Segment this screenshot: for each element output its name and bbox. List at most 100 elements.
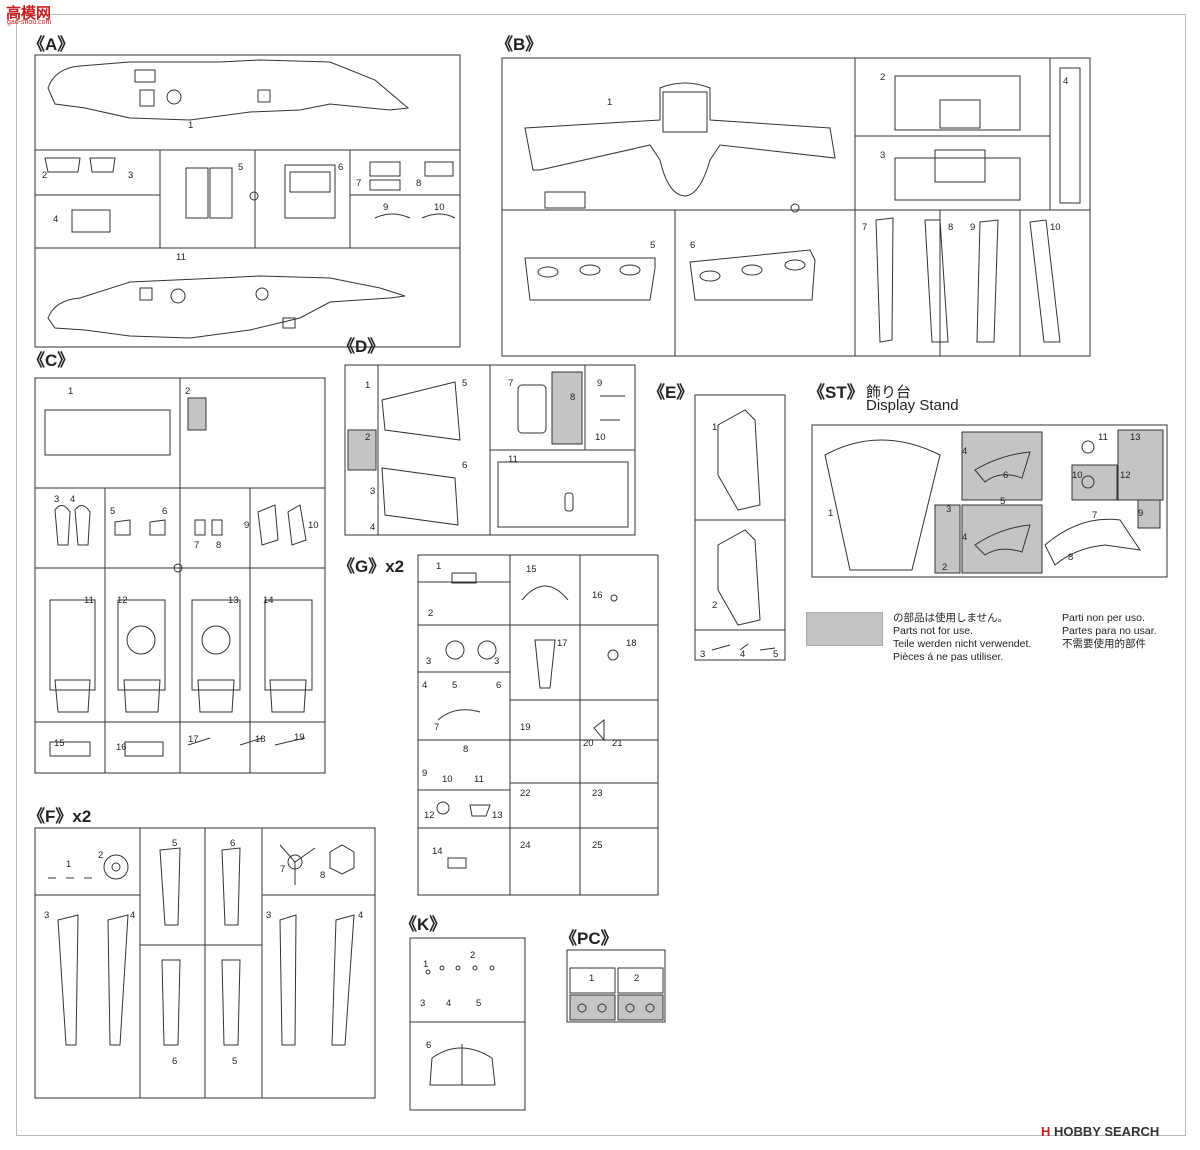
part-number-a-10: 11 (176, 252, 186, 263)
part-number-k-5: 6 (426, 1040, 431, 1051)
sprue-a (34, 54, 461, 348)
part-number-d-7: 8 (570, 392, 575, 403)
part-number-d-8: 9 (597, 378, 602, 389)
cockpit-tub (284, 164, 336, 219)
part-number-d-1: 2 (365, 432, 370, 443)
nacelle-12 (117, 599, 166, 713)
part-number-g-6: 6 (496, 680, 501, 691)
sprue-st (811, 424, 1168, 578)
part-number-g-16: 16 (592, 590, 603, 601)
part-number-c-11: 12 (117, 595, 128, 606)
part-number-st-9: 9 (1138, 508, 1143, 519)
stabilizer-6 (381, 467, 459, 526)
legend-jp: の部品は使用しません。 (893, 612, 1009, 624)
part-number-a-4: 5 (238, 162, 243, 173)
part-number-pc-0: 1 (589, 973, 594, 984)
display-stand-en: Display Stand (866, 397, 959, 414)
part-number-c-16: 17 (188, 734, 199, 745)
watermark-logo: 高模网 (6, 5, 52, 22)
part-number-d-9: 10 (595, 432, 606, 443)
part-number-f-3: 4 (130, 910, 135, 921)
part-number-b-0: 1 (607, 97, 612, 108)
legend-de: Teile werden nicht verwendet. (893, 638, 1032, 650)
legend-es: Partes para no usar. (1062, 625, 1157, 637)
part-number-b-3: 4 (1063, 76, 1068, 87)
display-stand-jp: 飾り台 (866, 384, 912, 401)
part-number-b-4: 5 (650, 240, 655, 251)
sprue-b (501, 57, 1091, 357)
part-number-pc-1: 2 (634, 973, 639, 984)
part-number-f-8: 3 (266, 910, 271, 921)
nacelle-11 (49, 599, 96, 713)
part-number-c-1: 2 (185, 386, 190, 397)
sprue-c (34, 377, 326, 774)
part-number-c-7: 8 (216, 540, 221, 551)
part-number-e-1: 2 (712, 600, 717, 611)
part-number-c-18: 19 (294, 732, 305, 743)
part-number-st-6: 6 (1003, 470, 1008, 481)
part-number-f-2: 3 (44, 910, 49, 921)
part-number-k-0: 1 (423, 959, 428, 970)
fuselage-left-half (47, 59, 410, 121)
part-number-st-8: 8 (1068, 552, 1073, 563)
part-number-g-22: 22 (520, 788, 531, 799)
part-number-g-20: 20 (583, 738, 594, 749)
watermark-url: gao-shou.com (7, 19, 52, 26)
sprue-g-title: 《G》x2 (338, 556, 404, 576)
main-wing (524, 82, 836, 197)
sheet-border (16, 14, 1186, 1136)
part-number-g-24: 24 (520, 840, 531, 851)
part-number-c-14: 15 (54, 738, 65, 749)
sprue-f (34, 827, 376, 1099)
part-number-g-17: 17 (557, 638, 568, 649)
sprue-g (417, 554, 659, 896)
part-number-g-15: 15 (526, 564, 537, 575)
sprue-pc-frame (566, 949, 666, 1023)
part-number-c-13: 14 (263, 595, 274, 606)
part-number-k-3: 4 (446, 998, 451, 1009)
sprue-b-frame (501, 57, 1091, 357)
sprue-pc-title: 《PC》 (560, 928, 618, 948)
part-number-g-14: 14 (432, 846, 443, 857)
sprue-a-title: 《A》 (28, 34, 74, 54)
part-number-c-15: 16 (116, 742, 127, 753)
part-number-g-25: 25 (592, 840, 603, 851)
part-number-f-6: 7 (280, 864, 285, 875)
part-number-g-9: 9 (422, 768, 427, 779)
blade-9 (1029, 219, 1061, 343)
legend-fr: Pièces á ne pas utiliser. (893, 651, 1004, 663)
part-number-st-13: 13 (1130, 432, 1141, 443)
rotor-blade-5 (159, 847, 181, 926)
part-number-b-6: 7 (862, 222, 867, 233)
part-number-d-10: 11 (508, 454, 518, 465)
part-number-f-1: 2 (98, 850, 103, 861)
part-number-b-9: 10 (1050, 222, 1061, 233)
sprue-e-frame (694, 394, 786, 661)
seat-17 (534, 639, 556, 689)
part-number-f-11: 5 (232, 1056, 237, 1067)
stabilizer-5 (381, 381, 461, 441)
part-number-st-7: 7 (1092, 510, 1097, 521)
nacelle-14 (264, 599, 313, 713)
part-number-st-3: 4 (962, 446, 967, 457)
part-number-b-2: 3 (880, 150, 885, 161)
hobbysearch-mark: H (1041, 1124, 1051, 1139)
part-number-a-3: 4 (53, 214, 58, 225)
part-number-g-4: 4 (422, 680, 427, 691)
part-number-a-6: 7 (356, 178, 361, 189)
sprue-k-frame (409, 937, 526, 1111)
blade-7 (924, 219, 949, 343)
part-number-c-0: 1 (68, 386, 73, 397)
part-number-st-11: 11 (1098, 432, 1108, 443)
legend-col1: の部品は使用しません。 Parts not for use. Teile wer… (893, 612, 1031, 664)
part-number-c-5: 6 (162, 506, 167, 517)
part-number-c-10: 11 (84, 595, 94, 606)
rotor-blade-6 (221, 847, 241, 926)
part-number-c-6: 7 (194, 540, 199, 551)
sprue-e-title: 《E》 (648, 382, 693, 402)
sprue-e (694, 394, 786, 661)
part-number-k-1: 2 (470, 950, 475, 961)
